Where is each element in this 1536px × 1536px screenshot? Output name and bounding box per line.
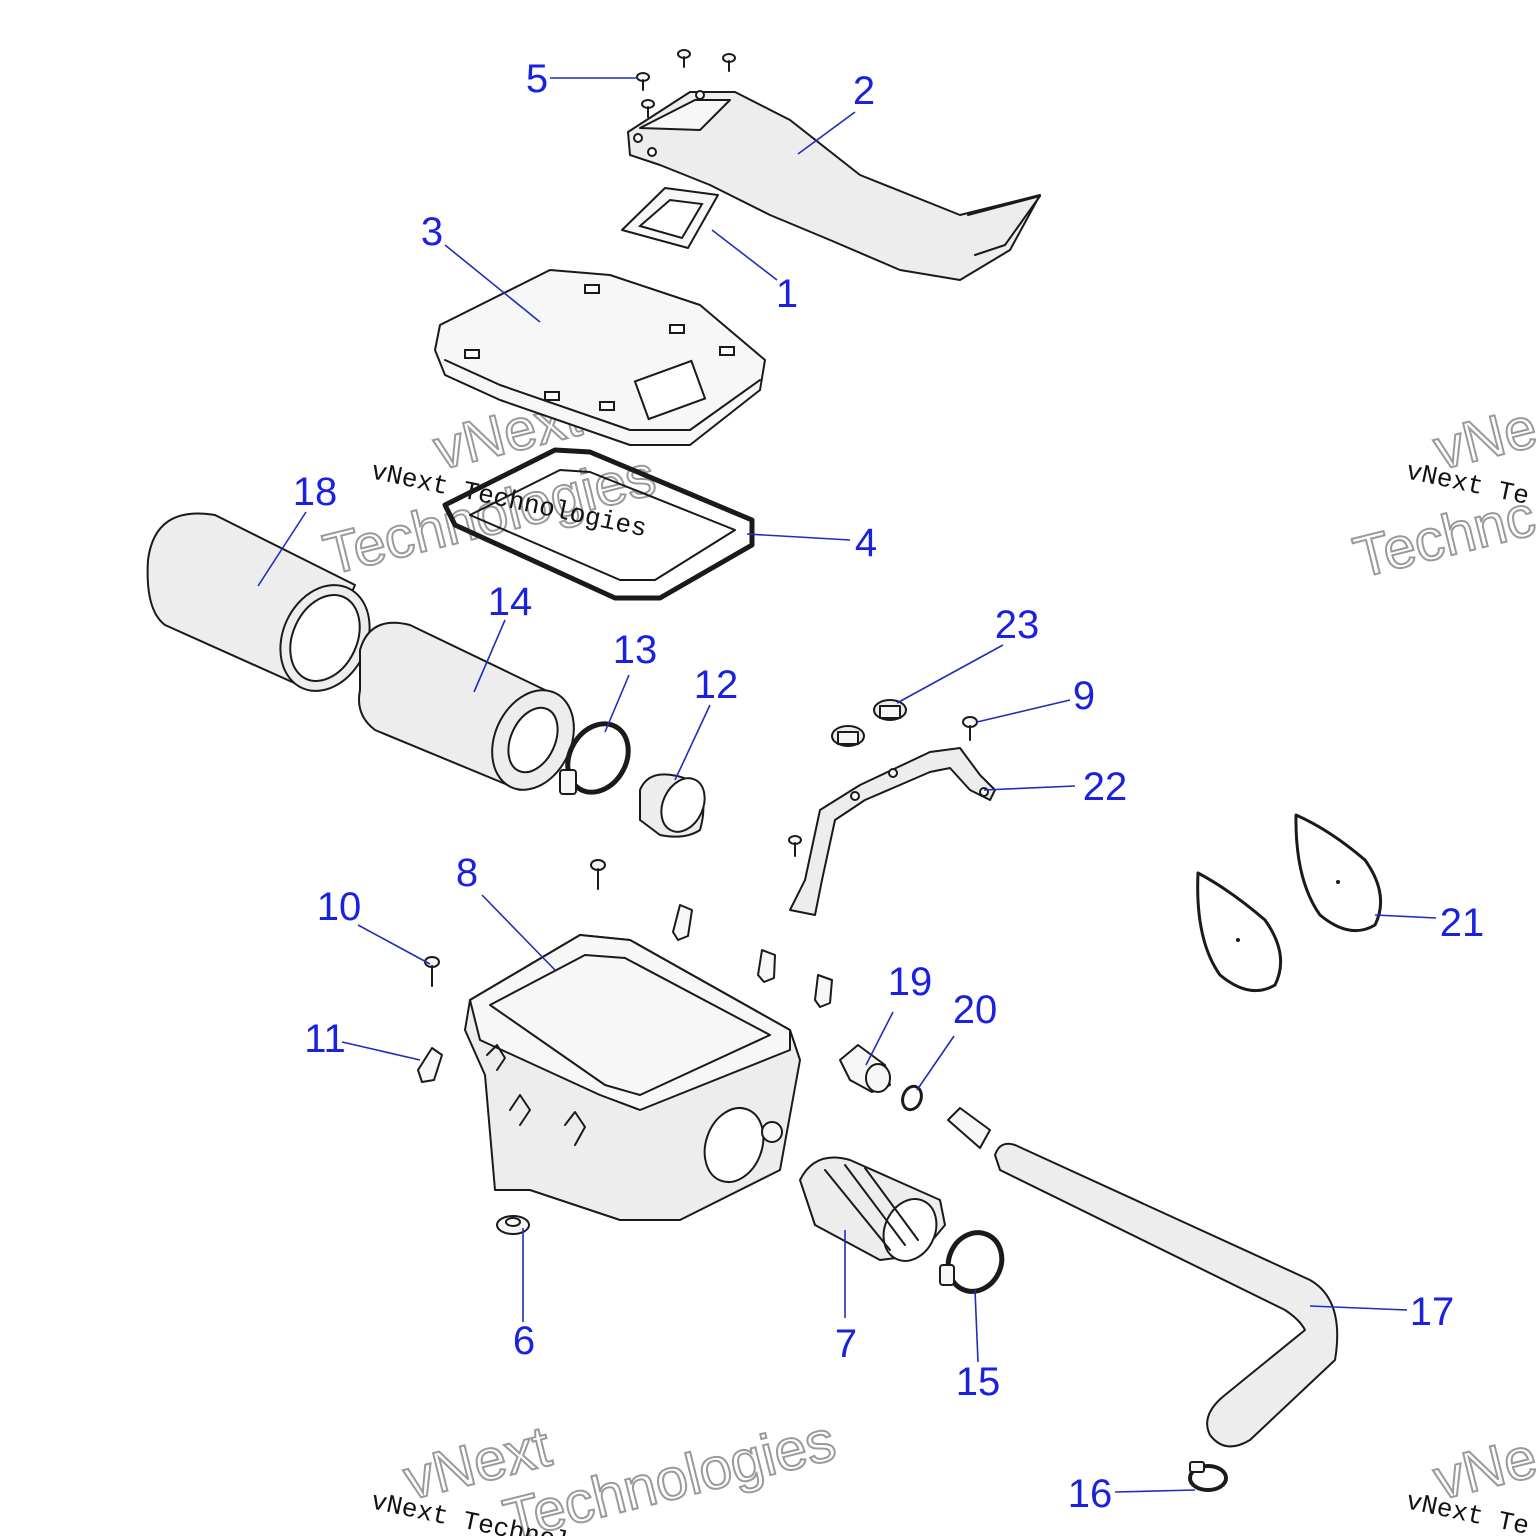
part-21-straps <box>1196 813 1383 993</box>
watermark-right-bottom: vNe vNext Te <box>1403 1424 1536 1536</box>
part-1-seal-plate <box>621 187 719 249</box>
watermark-center-bottom: vNext Technologies vNext Technologies <box>368 1407 842 1536</box>
part-23-plugs <box>831 699 907 747</box>
callout-14: 14 <box>488 580 533 624</box>
callout-5: 5 <box>526 57 548 101</box>
callout-18: 18 <box>293 470 338 514</box>
clip-icon <box>486 1044 506 1071</box>
plug-icon <box>831 725 865 747</box>
part-18-prefilter <box>146 512 371 692</box>
part-19-valve <box>839 1044 891 1093</box>
clip-icon <box>509 1094 531 1126</box>
screw-icon <box>677 49 691 68</box>
part-2-intake-duct <box>627 90 1041 281</box>
part-7-boot <box>799 1156 946 1262</box>
part-9-screw <box>962 716 978 741</box>
plug-icon <box>873 699 907 721</box>
hose-fitting <box>947 1107 991 1149</box>
screw-icon <box>962 716 978 741</box>
screw-icon <box>636 72 650 91</box>
screw-icon <box>641 99 655 118</box>
watermark-right-top: Technc vNe vNext Te <box>1346 394 1536 592</box>
callout-3: 3 <box>421 210 443 254</box>
callout-11: 11 <box>304 1017 346 1061</box>
clip-icon <box>564 1111 586 1146</box>
part-13-clamp <box>559 721 631 795</box>
callout-7: 7 <box>835 1322 857 1366</box>
part-20-clamp <box>901 1084 923 1112</box>
part-16-clamp <box>1188 1461 1228 1492</box>
callout-2: 2 <box>853 69 875 113</box>
clip-icon <box>814 974 833 1008</box>
callout-22: 22 <box>1083 765 1128 809</box>
callout-17: 17 <box>1410 1290 1455 1334</box>
leader-lines <box>257 77 1437 1493</box>
part-12-coupler <box>639 773 706 838</box>
part-22-bracket <box>788 747 996 916</box>
callout-16: 16 <box>1068 1472 1113 1516</box>
callout-numbers: 1 2 3 4 5 6 7 8 9 10 11 12 13 14 15 16 1… <box>293 57 1485 1516</box>
callout-13: 13 <box>613 628 658 672</box>
part-17-hose <box>994 1142 1339 1448</box>
callout-23: 23 <box>995 603 1040 647</box>
callout-9: 9 <box>1073 674 1095 718</box>
callout-8: 8 <box>456 851 478 895</box>
callout-12: 12 <box>694 663 739 707</box>
clip-icon <box>757 949 776 983</box>
clip-icon <box>417 1047 443 1083</box>
callout-15: 15 <box>956 1360 1001 1404</box>
part-15-clamp <box>939 1230 1005 1294</box>
callout-20: 20 <box>953 988 998 1032</box>
screw-icon <box>722 53 736 72</box>
callout-1: 1 <box>776 272 798 316</box>
callout-6: 6 <box>513 1319 535 1363</box>
part-10-screws <box>424 859 606 987</box>
part-3-airbox-cover <box>434 269 766 446</box>
screw-icon <box>788 835 802 857</box>
callout-4: 4 <box>855 521 877 565</box>
callout-21: 21 <box>1440 901 1485 945</box>
part-14-filter <box>358 621 575 791</box>
part-6-grommet <box>496 1215 530 1235</box>
part-5-screws <box>636 49 736 118</box>
part-11-clips <box>417 904 833 1083</box>
screw-icon <box>424 956 440 987</box>
callout-10: 10 <box>317 885 362 929</box>
part-8-airbox <box>464 934 801 1221</box>
clip-icon <box>672 904 693 941</box>
callout-19: 19 <box>888 960 933 1004</box>
part-4-gasket <box>442 447 755 601</box>
screw-icon <box>590 859 606 890</box>
